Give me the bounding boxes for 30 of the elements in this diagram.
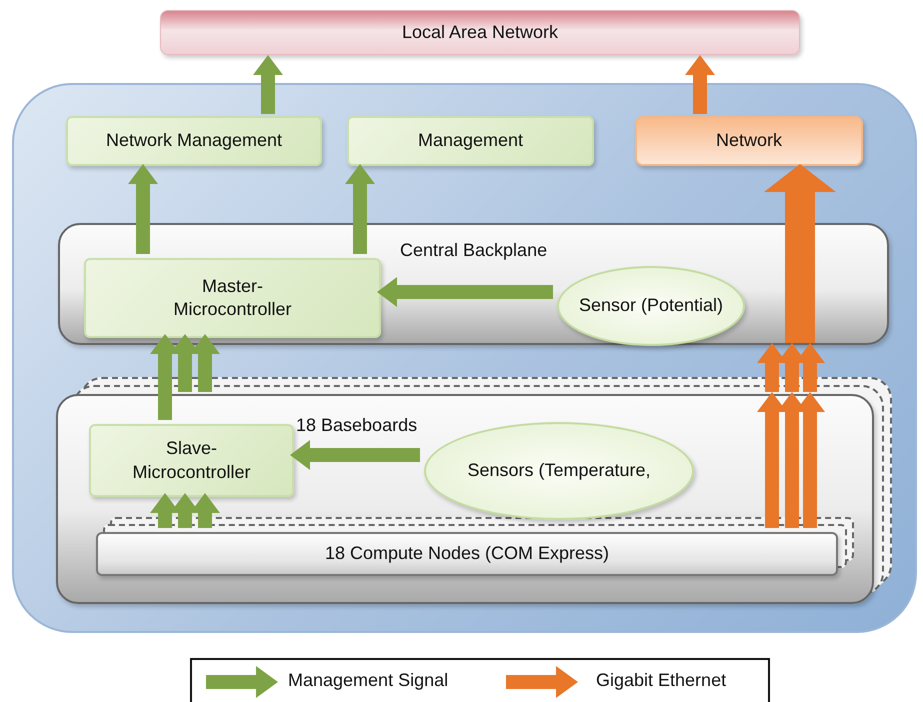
arrow [685, 55, 715, 114]
node-label: Master- Microcontroller [172, 274, 293, 321]
node-label: Management [418, 129, 524, 152]
node-label: Sensor (Potential) [578, 294, 724, 318]
arrow [764, 164, 836, 343]
arrow [128, 164, 158, 254]
node-label: Slave- Microcontroller [131, 437, 252, 484]
arrow [377, 277, 553, 307]
node-label: 18 Compute Nodes (COM Express) [324, 542, 610, 566]
arrow [290, 440, 420, 470]
board-panel [56, 394, 874, 604]
node-label: Local Area Network [402, 20, 558, 44]
node-label: Network Management [106, 129, 282, 152]
legend-label: Management Signal [288, 670, 448, 691]
board-panel [58, 223, 889, 345]
arrow [253, 55, 283, 114]
panel-title: Central Backplane [400, 239, 548, 262]
legend-label: Gigabit Ethernet [596, 670, 726, 691]
system-enclosure [12, 83, 917, 633]
compute-board [96, 532, 838, 576]
function-box [635, 116, 863, 166]
function-box [66, 116, 322, 166]
function-box [84, 258, 381, 338]
network-bar [160, 10, 800, 55]
function-box [347, 116, 594, 166]
node-label: Network [716, 129, 782, 152]
node-label: Sensors (Temperature, [467, 459, 651, 482]
function-box [89, 424, 294, 497]
panel-title: 18 Baseboards [296, 414, 418, 437]
arrow [345, 164, 375, 254]
